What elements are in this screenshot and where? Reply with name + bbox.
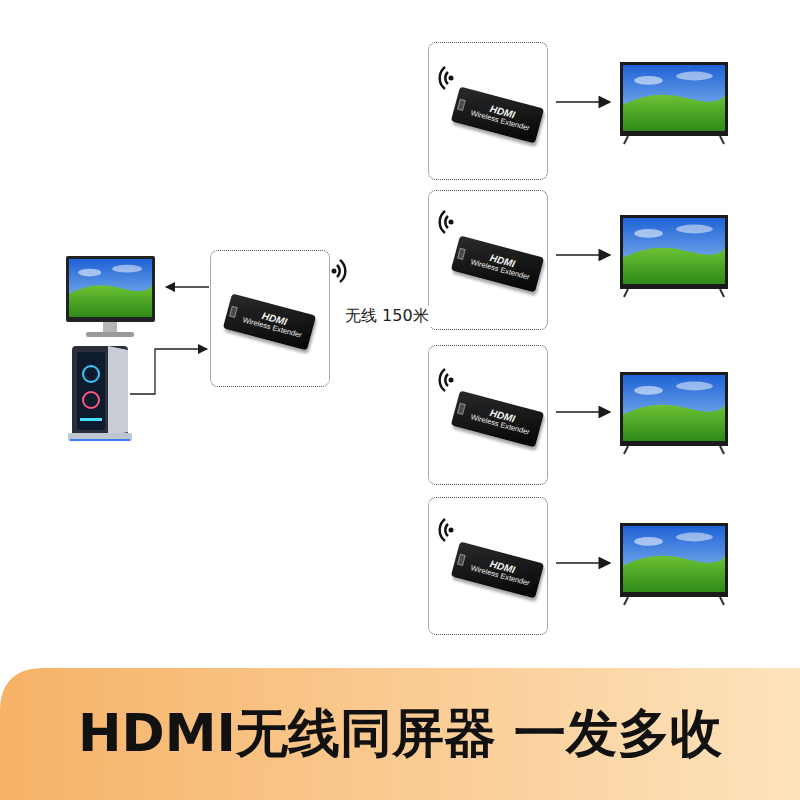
extender-device: HDMIWireless Extender [451, 236, 544, 293]
hdmi-port [457, 403, 466, 415]
monitor [66, 256, 155, 337]
extender-device: HDMIWireless Extender [451, 391, 544, 448]
wireless-icon [440, 67, 454, 541]
wireless-icon [332, 260, 346, 282]
hdmi-port [457, 554, 466, 566]
tv-screen [620, 62, 728, 605]
receiver-box: HDMIWireless Extender [428, 42, 548, 180]
hdmi-port [457, 99, 466, 111]
receiver-box: HDMIWireless Extender [428, 345, 548, 485]
video-arrow [166, 286, 209, 287]
extender-device: HDMIWireless Extender [451, 542, 544, 599]
transmitter-box: HDMIWireless Extender [210, 250, 330, 387]
receiver-box: HDMIWireless Extender [428, 497, 548, 635]
extender-device: HDMIWireless Extender [451, 87, 544, 144]
hdmi-port [229, 306, 238, 318]
hdmi-port [457, 248, 466, 260]
hdmi-wire [130, 349, 207, 394]
extender-device: HDMIWireless Extender [223, 293, 316, 350]
title-wrap: HDMI无线同屏器 一发多收 [0, 668, 800, 800]
distance-label: 无线 150米 [343, 306, 431, 327]
title: HDMI无线同屏器 一发多收 [78, 699, 722, 769]
title-band [0, 668, 800, 800]
output-arrow [556, 102, 610, 563]
receiver-box: HDMIWireless Extender [428, 190, 548, 330]
pc-tower [68, 346, 132, 441]
